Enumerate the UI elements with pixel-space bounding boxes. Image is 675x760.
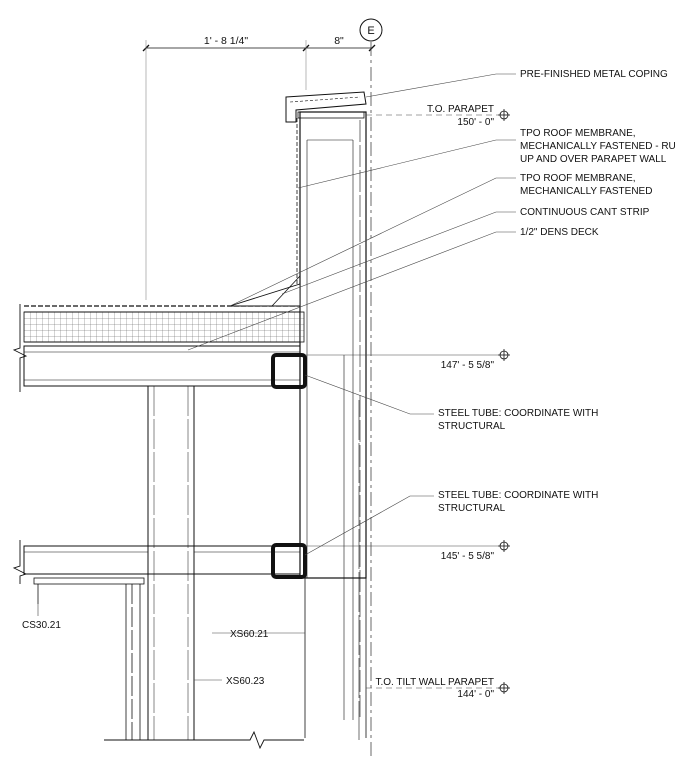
break-lines: [12, 304, 304, 750]
metal-coping: [285, 91, 367, 123]
elevation-value-parapet: 150' - 0": [457, 117, 494, 128]
dimension-wall-thickness: 8": [334, 35, 344, 47]
reference-xs60-21: XS60.21: [230, 629, 269, 640]
dimension-lines: [142, 40, 376, 300]
elevation-value-upper-tube: 147' - 5 5/8": [441, 360, 495, 371]
interior-wall: [33, 577, 145, 740]
note-tpo-line1: TPO ROOF MEMBRANE,: [520, 128, 636, 139]
elevation-label-parapet: T.O. PARAPET: [427, 104, 494, 115]
note-tpo-line3: UP AND OVER PARAPET WALL: [520, 154, 667, 165]
elevation-label-tilt-wall: T.O. TILT WALL PARAPET: [375, 677, 494, 688]
note-steel-tube-lower-2: STRUCTURAL: [438, 503, 506, 514]
dimension-overhang: 1' - 8 1/4": [204, 35, 249, 47]
note-metal-coping: PRE-FINISHED METAL COPING: [520, 69, 668, 80]
reference-cs30-21: CS30.21: [22, 620, 61, 631]
note-cant-strip: CONTINUOUS CANT STRIP: [520, 207, 650, 218]
note-tpo-b-line1: TPO ROOF MEMBRANE,: [520, 173, 636, 184]
note-tpo-line2: MECHANICALLY FASTENED - RUN: [520, 141, 675, 152]
note-steel-tube-upper-1: STEEL TUBE: COORDINATE WITH: [438, 408, 598, 419]
note-steel-tube-lower-1: STEEL TUBE: COORDINATE WITH: [438, 490, 598, 501]
note-steel-tube-upper-2: STRUCTURAL: [438, 421, 506, 432]
note-tpo-b-line2: MECHANICALLY FASTENED: [520, 186, 652, 197]
steel-tube-lower: [271, 543, 307, 579]
elevation-value-tilt-wall: 144' - 0": [457, 689, 494, 700]
upper-joist: [23, 345, 301, 387]
elevation-markers: [498, 109, 510, 694]
lower-joist: [23, 545, 301, 575]
elevation-value-lower-tube: 145' - 5 5/8": [441, 551, 495, 562]
reference-xs60-23: XS60.23: [226, 676, 265, 687]
grid-bubble: E: [359, 18, 383, 760]
parapet-wall: [299, 111, 367, 740]
grid-bubble-label: E: [367, 25, 374, 37]
steel-column: [147, 386, 195, 740]
leader-lines: [37, 73, 516, 689]
roof-assembly: [23, 275, 305, 343]
note-dens-deck: 1/2" DENS DECK: [520, 227, 599, 238]
steel-tube-upper: [271, 353, 307, 389]
